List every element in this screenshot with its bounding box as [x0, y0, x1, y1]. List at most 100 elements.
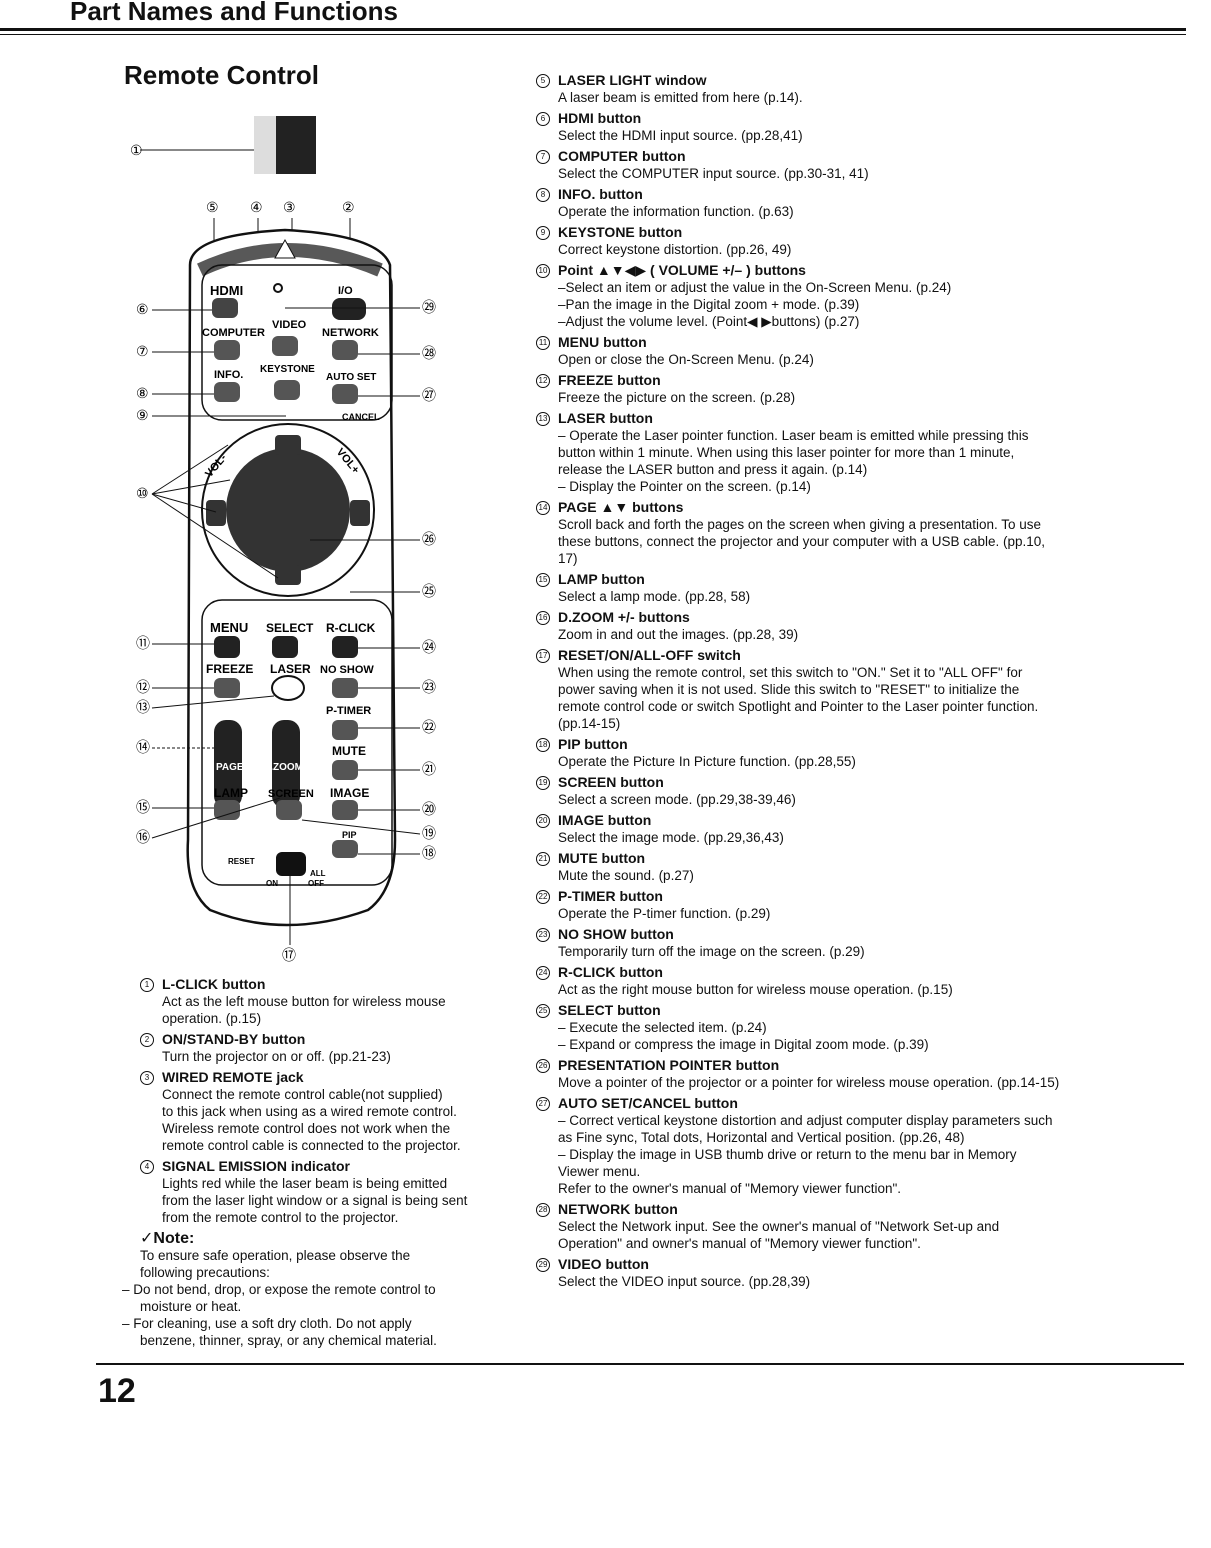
- item-number: 7: [536, 149, 550, 164]
- item-number: 6: [536, 111, 550, 126]
- item-line: these buttons, connect the projector and…: [558, 534, 1046, 549]
- label-pip: PIP: [342, 830, 357, 840]
- section-title: Remote Control: [124, 60, 319, 90]
- item-line: Temporarily turn off the image on the sc…: [558, 944, 865, 959]
- item-title: LASER button: [558, 410, 653, 426]
- item-line: Operate the P-timer function. (p.29): [558, 906, 771, 921]
- label-dzoom: D.ZOOM: [263, 762, 303, 773]
- item-title: MENU button: [558, 334, 647, 350]
- callout-25: ㉕: [422, 583, 436, 599]
- item-number: 14: [536, 500, 550, 515]
- label-laser: LASER: [270, 662, 311, 676]
- callout-15: ⑮: [136, 799, 150, 815]
- hdmi-key: [212, 298, 238, 318]
- item-title: FREEZE button: [558, 372, 661, 388]
- item-line: Viewer menu.: [558, 1164, 641, 1179]
- item-number: 8: [536, 187, 550, 202]
- item-line: A laser beam is emitted from here (p.14)…: [558, 90, 803, 105]
- item-title: PRESENTATION POINTER button: [558, 1057, 780, 1073]
- select-key: [272, 636, 298, 658]
- item-line: –Select an item or adjust the value in t…: [558, 280, 952, 295]
- item-number: 25: [536, 1003, 550, 1018]
- item-title: IMAGE button: [558, 812, 652, 828]
- network-key: [332, 340, 358, 360]
- item-line: Operate the information function. (p.63): [558, 204, 794, 219]
- item-line: remote control code or switch Spotlight …: [558, 699, 1039, 714]
- label-noshow: NO SHOW: [320, 664, 374, 676]
- label-keystone: KEYSTONE: [260, 364, 315, 375]
- header-rule-thin: [0, 34, 1186, 35]
- label-ptimer: P-TIMER: [326, 705, 371, 717]
- item-number: 9: [536, 225, 550, 240]
- header-title: Part Names and Functions: [70, 0, 398, 26]
- note-title: ✓Note:: [140, 1230, 195, 1247]
- computer-key: [214, 340, 240, 360]
- label-info: INFO.: [214, 369, 243, 381]
- callout-20: ⑳: [422, 801, 436, 817]
- item-line: –Pan the image in the Digital zoom + mod…: [558, 297, 860, 312]
- item-line: button within 1 minute. When using this …: [558, 445, 1015, 460]
- item-line: Select the image mode. (pp.29,36,43): [558, 830, 784, 845]
- item-line: – Display the image in USB thumb drive o…: [558, 1147, 1017, 1162]
- item-line: (pp.14-15): [558, 716, 621, 731]
- label-page: PAGE: [216, 762, 244, 773]
- item-title: SELECT button: [558, 1002, 661, 1018]
- item-number: 15: [536, 572, 550, 587]
- screen-key: [276, 800, 302, 820]
- pointer-disc: [226, 448, 350, 572]
- item-line: as Fine sync, Total dots, Horizontal and…: [558, 1130, 965, 1145]
- item-title: INFO. button: [558, 186, 643, 202]
- dzoom-key: [272, 720, 300, 808]
- autoset-key: [332, 384, 358, 404]
- noshow-key: [332, 678, 358, 698]
- callout-22: ㉒: [422, 719, 436, 735]
- callout-16: ⑯: [136, 829, 150, 845]
- item-number: 22: [536, 889, 550, 904]
- callout-19: ⑲: [422, 825, 436, 841]
- item-number: 18: [536, 737, 550, 752]
- item-title: LASER LIGHT window: [558, 72, 707, 88]
- item-number: 17: [536, 648, 550, 663]
- label-network: NETWORK: [322, 327, 379, 339]
- label-rclick: R-CLICK: [326, 621, 376, 635]
- item-number: 11: [536, 335, 550, 350]
- item-line: Select the HDMI input source. (pp.28,41): [558, 128, 803, 143]
- item-line: Scroll back and forth the pages on the s…: [558, 517, 1042, 532]
- item-line: Select the COMPUTER input source. (pp.30…: [558, 166, 869, 181]
- item-title: COMPUTER button: [558, 148, 686, 164]
- item-title: Point ▲▼◀▶ ( VOLUME +/– ) buttons: [558, 262, 806, 278]
- item-line: Mute the sound. (p.27): [558, 868, 694, 883]
- power-key: [332, 298, 366, 320]
- pip-key: [332, 840, 358, 858]
- item-number: 10: [536, 263, 550, 278]
- label-hdmi: HDMI: [210, 283, 243, 298]
- item-line: Act as the right mouse button for wirele…: [558, 982, 953, 997]
- callout-10: ⑩: [136, 485, 149, 501]
- callout-7: ⑦: [136, 343, 149, 359]
- item-number: 29: [536, 1257, 550, 1272]
- rclick-key: [332, 636, 358, 658]
- label-menu: MENU: [210, 620, 248, 635]
- label-mute: MUTE: [332, 744, 366, 758]
- label-reset: RESET: [228, 857, 255, 866]
- callout-9: ⑨: [136, 407, 149, 423]
- menu-key: [214, 636, 240, 658]
- item-line: Correct keystone distortion. (pp.26, 49): [558, 242, 792, 257]
- callout-29: ㉙: [422, 299, 436, 315]
- item-title: HDMI button: [558, 110, 642, 126]
